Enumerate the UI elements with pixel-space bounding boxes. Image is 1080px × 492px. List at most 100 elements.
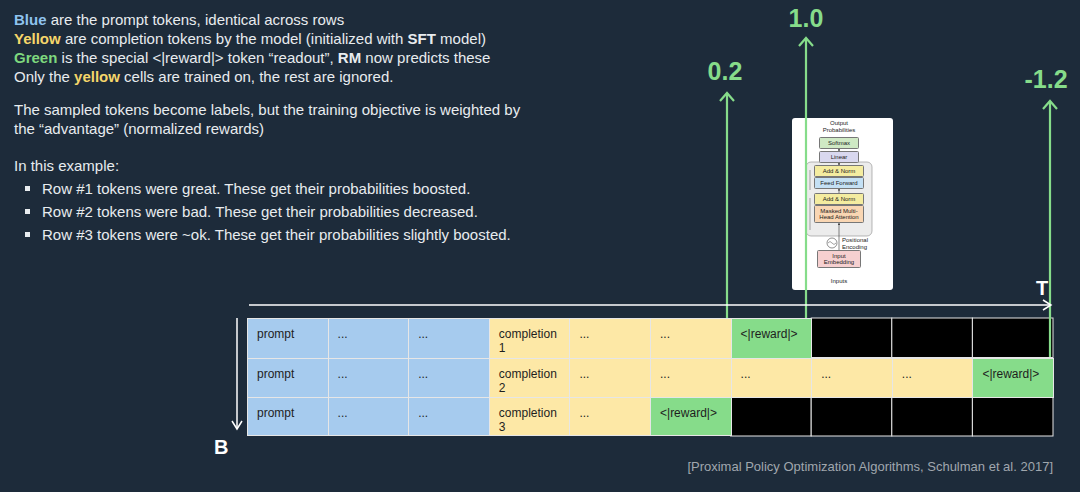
transformer-block: Softmax xyxy=(819,137,859,149)
bullet-square xyxy=(25,232,30,237)
completion-cell: completion 2 xyxy=(489,358,571,399)
intro-text: RM xyxy=(338,49,361,66)
completion-cell: ... xyxy=(569,397,651,436)
intro-line: Yelloware completion tokens by the model… xyxy=(14,29,486,48)
cell-text: prompt xyxy=(257,367,294,381)
prompt-cell: ... xyxy=(328,397,410,436)
intro-text: SFT xyxy=(408,30,436,47)
intro-line: Green is the special <|reward|> token “re… xyxy=(14,48,490,67)
cell-text: ... xyxy=(741,367,751,381)
flow-arrow xyxy=(839,223,840,250)
intro-text: are completion tokens by the model (init… xyxy=(65,30,404,47)
intro-text: Only the xyxy=(14,68,70,85)
bullet-text: Row #3 tokens were ~ok. These get their … xyxy=(42,225,511,244)
sine-wave xyxy=(828,242,836,245)
intro-text: is the special <|reward|> token “readout… xyxy=(62,49,334,66)
bullet-square xyxy=(25,186,30,191)
axis-label: T xyxy=(1036,277,1048,299)
reward-value: 0.2 xyxy=(708,57,743,85)
block-label: Feed Forward xyxy=(817,180,861,187)
cell-text: ... xyxy=(418,406,428,420)
cell-text: ... xyxy=(660,367,670,381)
prompt-cell: prompt xyxy=(247,397,329,436)
block-label: Input Embedding xyxy=(820,253,858,266)
block-label: Add & Norm xyxy=(817,168,861,175)
bullet-text: Row #1 tokens were great. These get thei… xyxy=(42,179,470,198)
illustration-label: Inputs xyxy=(819,278,859,285)
intro-text: are the prompt tokens, identical across … xyxy=(51,11,344,28)
prompt-cell: ... xyxy=(328,318,410,359)
paragraph: The sampled tokens become labels, but th… xyxy=(14,100,544,138)
cell-text: ... xyxy=(338,327,348,341)
cell-text: <|reward|> xyxy=(982,367,1039,381)
cell-text: completion 1 xyxy=(499,327,557,356)
transformer-block: Feed Forward xyxy=(814,177,864,189)
prompt-cell: prompt xyxy=(247,358,329,399)
residual-line xyxy=(810,198,811,230)
intro-text: model) xyxy=(440,30,486,47)
illustration-label: Positional Encoding xyxy=(842,237,876,250)
completion-cell: ... xyxy=(650,318,732,359)
reward-value: -1.2 xyxy=(1024,65,1067,93)
completion-cell: completion 3 xyxy=(489,397,571,436)
cell-text: <|reward|> xyxy=(660,406,717,420)
block-label: Add & Norm xyxy=(817,196,861,203)
paragraph: In this example: xyxy=(14,156,119,175)
intro-text: Blue xyxy=(14,11,47,28)
prompt-cell: prompt xyxy=(247,318,329,359)
reward-cell: <|reward|> xyxy=(650,397,732,436)
cell-text: ... xyxy=(579,406,589,420)
cell-text: ... xyxy=(418,367,428,381)
bullet-text: Row #2 tokens were bad. These get their … xyxy=(42,202,478,221)
intro-text: Green xyxy=(14,49,57,66)
completion-cell: completion 1 xyxy=(489,318,571,359)
block-label: Masked Multi-Head Attention xyxy=(817,208,861,221)
cell-text: ... xyxy=(418,327,428,341)
intro-line: Only theyellowcells are trained on, the … xyxy=(14,67,393,86)
empty-cells xyxy=(731,318,1053,436)
completion-cell: ... xyxy=(811,358,893,399)
cell-text: ... xyxy=(660,327,670,341)
completion-cell: ... xyxy=(569,358,651,399)
illustration-card xyxy=(792,118,893,290)
reward-value: 1.0 xyxy=(789,4,824,32)
cell-text: completion 2 xyxy=(499,367,557,396)
cell-text: prompt xyxy=(257,327,294,341)
transformer-block: Masked Multi-Head Attention xyxy=(814,205,864,223)
completion-cell: ... xyxy=(731,358,813,399)
transformer-block: Input Embedding xyxy=(817,250,861,268)
axis-label: B xyxy=(214,436,228,458)
bullet-square xyxy=(25,209,30,214)
citation: [Proximal Policy Optimization Algorithms… xyxy=(687,459,1053,474)
transformer-block: Add & Norm xyxy=(814,165,864,177)
prompt-cell: ... xyxy=(408,358,490,399)
cell-text: ... xyxy=(338,406,348,420)
illustration-label: Output Probabilities xyxy=(819,120,859,133)
cell-text: ... xyxy=(902,367,912,381)
residual-line xyxy=(810,170,811,190)
cell-text: ... xyxy=(821,367,831,381)
block-label: Softmax xyxy=(822,140,856,147)
transformer-block: Linear xyxy=(819,151,859,163)
cell-text: prompt xyxy=(257,406,294,420)
completion-cell: ... xyxy=(569,318,651,359)
reward-cell: <|reward|> xyxy=(731,318,813,359)
prompt-cell: ... xyxy=(328,358,410,399)
completion-cell: ... xyxy=(650,358,732,399)
prompt-cell: ... xyxy=(408,318,490,359)
reward-cell: <|reward|> xyxy=(972,358,1054,399)
positional-encoding-symbol xyxy=(827,238,837,248)
intro-text: now predicts these xyxy=(365,49,490,66)
transformer-block: Add & Norm xyxy=(814,193,864,205)
block-label: Linear xyxy=(822,154,856,161)
cell-text: ... xyxy=(338,367,348,381)
intro-text: Yellow xyxy=(14,30,61,47)
cell-text: ... xyxy=(579,367,589,381)
intro-text: cells are trained on, the rest are ignor… xyxy=(124,68,393,85)
cell-text: ... xyxy=(579,327,589,341)
prompt-cell: ... xyxy=(408,397,490,436)
reward-arrows xyxy=(720,38,1057,397)
intro-text: yellow xyxy=(74,68,120,85)
cell-text: completion 3 xyxy=(499,406,557,435)
